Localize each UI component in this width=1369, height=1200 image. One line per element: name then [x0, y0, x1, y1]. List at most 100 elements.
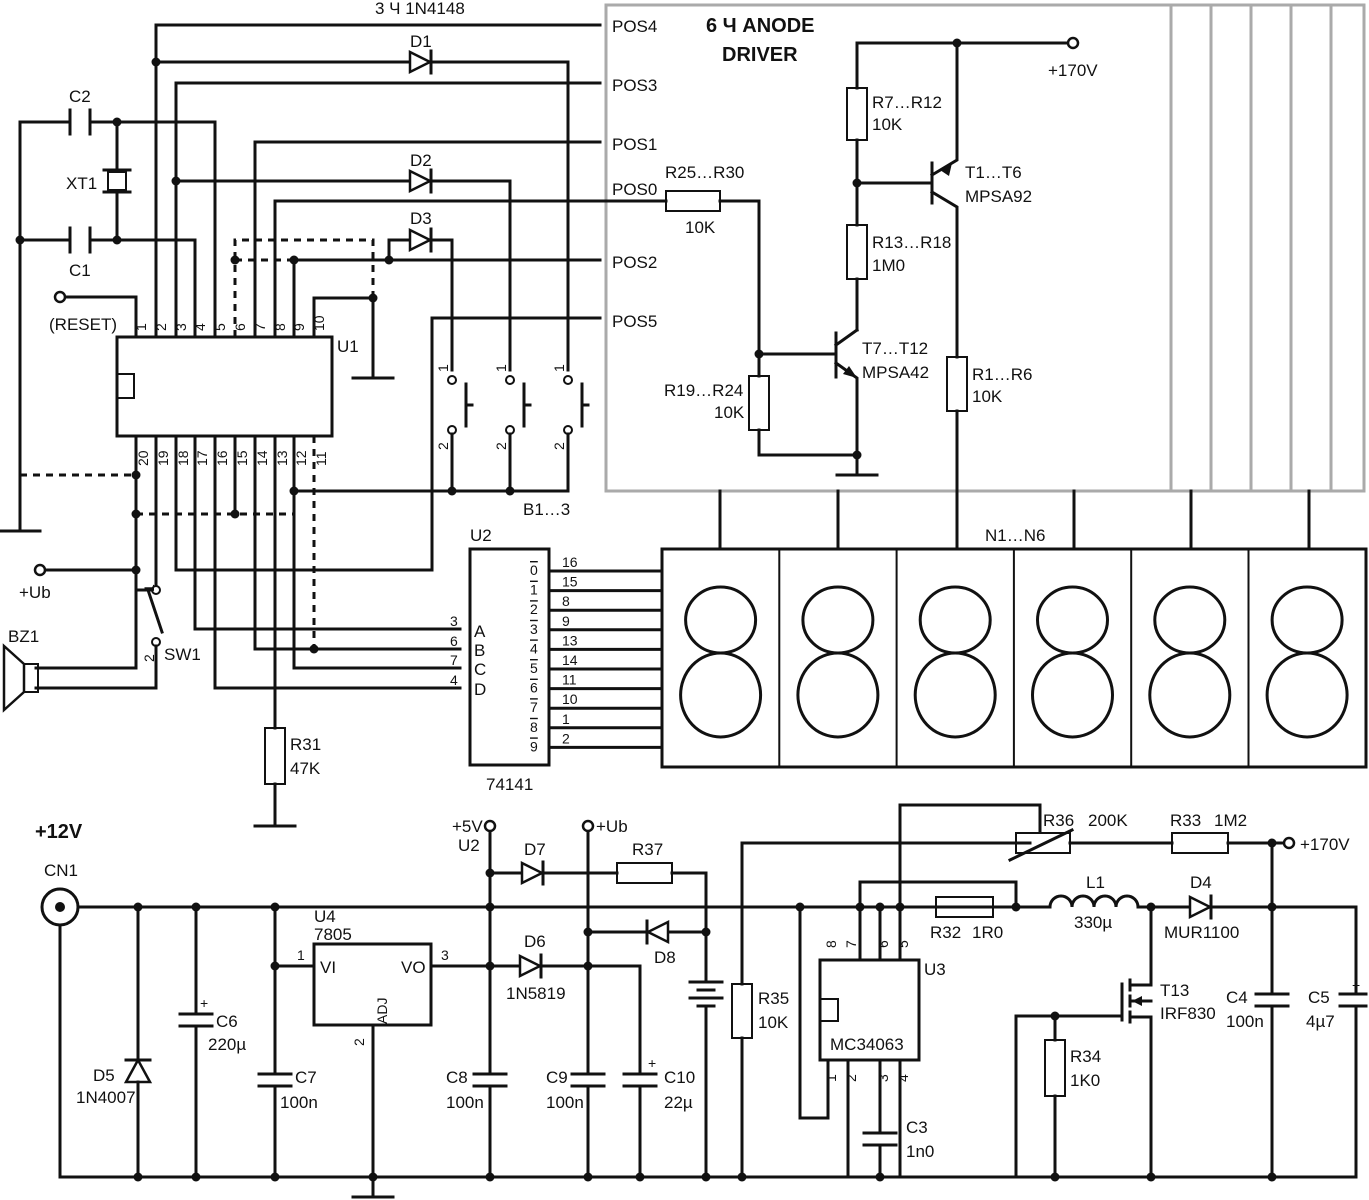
u1-pin-1: 1 — [133, 323, 149, 331]
reset-label: (RESET) — [49, 315, 117, 334]
r1-label: R1…R6 — [972, 365, 1032, 384]
sw1-pin1: 1 — [141, 584, 157, 592]
u2-in-b: B — [474, 641, 485, 660]
r31-label: R31 — [290, 735, 321, 754]
u2-output-pin-8: 8 — [562, 593, 570, 609]
u1-pin-9: 9 — [291, 323, 307, 331]
d5-label: D5 — [93, 1066, 115, 1085]
d3-diode-icon — [408, 227, 433, 253]
u2-chip — [468, 547, 551, 767]
n16-label: N1…N6 — [985, 526, 1045, 545]
psu-diodes — [518, 860, 1213, 979]
u1-pin-14: 14 — [254, 450, 270, 466]
d4-value: MUR1100 — [1164, 923, 1239, 942]
u2-output-label-2: 2 — [530, 601, 538, 617]
u1-pin-6: 6 — [232, 323, 248, 331]
t1-label: T1…T6 — [965, 163, 1022, 182]
u2-output-pin-16: 16 — [562, 554, 578, 570]
u3-pin-5: 5 — [895, 940, 911, 948]
r33-value: 1M2 — [1214, 811, 1247, 830]
r33-label: R33 — [1170, 811, 1201, 830]
u2-output-pin-13: 13 — [562, 632, 578, 648]
r7-value: 10K — [872, 115, 903, 134]
c4-label: C4 — [1226, 988, 1248, 1007]
nixie-tube-5 — [1148, 585, 1232, 739]
c3-label: C3 — [906, 1118, 928, 1137]
hv-terminal-icon — [1066, 36, 1080, 50]
u3-label: U3 — [924, 960, 946, 979]
push-button-3: 12 — [551, 364, 590, 493]
u3-pin-2: 2 — [843, 1074, 859, 1082]
reset-terminal-icon — [53, 290, 67, 304]
push-button-2: 12 — [493, 364, 532, 493]
u1-pin-18: 18 — [175, 450, 191, 466]
u3-pin-3: 3 — [875, 1074, 891, 1082]
u2-input-pin-4: 4 — [450, 672, 458, 688]
c3-value: 1n0 — [906, 1142, 934, 1161]
nixie-tubes — [679, 549, 1349, 767]
r1-value: 10K — [972, 387, 1003, 406]
d1-label: D1 — [410, 32, 432, 51]
t7-value: MPSA42 — [862, 363, 929, 382]
dashed-options — [233, 238, 375, 337]
d6-value: 1N5819 — [506, 984, 566, 1003]
c10-label: C10 — [664, 1068, 695, 1087]
pos2-label: POS2 — [612, 253, 657, 272]
t13-value: IRF830 — [1160, 1004, 1216, 1023]
sw1-label: SW1 — [164, 645, 201, 664]
c6-label: C6 — [216, 1012, 238, 1031]
digit-lower-loop — [1148, 651, 1232, 739]
r34-label: R34 — [1070, 1047, 1101, 1066]
u1-pin-3: 3 — [173, 323, 189, 331]
d2-label: D2 — [410, 151, 432, 170]
r32-value: 1R0 — [972, 923, 1003, 942]
u2-output-label-6: 6 — [530, 680, 538, 696]
u4-pin2: 2 — [351, 1038, 367, 1046]
diode-array-note: 3 Ч 1N4148 — [375, 0, 465, 18]
r35-value: 10K — [758, 1013, 789, 1032]
d8-label: D8 — [654, 948, 676, 967]
anode-driver-box — [604, 3, 1366, 493]
u4-vo: VO — [401, 958, 426, 977]
u2-output-pin-10: 10 — [562, 691, 578, 707]
t1-value: MPSA92 — [965, 187, 1032, 206]
push-button-1: 12 — [435, 364, 474, 493]
u2-output-label-4: 4 — [530, 640, 538, 656]
svg-text:+: + — [648, 1055, 656, 1071]
u1-pin-16: 16 — [214, 450, 230, 466]
u3-pin-8: 8 — [823, 940, 839, 948]
u2-output-label-3: 3 — [530, 621, 538, 637]
svg-text:+: + — [200, 995, 208, 1011]
d4-diode-icon — [1188, 894, 1213, 920]
svg-text:+: + — [1352, 977, 1360, 993]
anode-driver-title-2: DRIVER — [722, 44, 798, 66]
digit-lower-loop — [913, 651, 997, 739]
u2-in-d: D — [474, 680, 486, 699]
u4-part: 7805 — [314, 925, 352, 944]
ub-terminal-icon — [33, 563, 47, 577]
u2-output-pin-9: 9 — [562, 613, 570, 629]
u3-pin-1: 1 — [823, 1074, 839, 1082]
u1-pin-15: 15 — [234, 450, 250, 466]
pos0-label: POS0 — [612, 180, 657, 199]
u1-pin-5: 5 — [212, 323, 228, 331]
u2-output-pin-14: 14 — [562, 652, 578, 668]
u2-output-pin-11: 11 — [562, 672, 577, 688]
c5-value: 4µ7 — [1306, 1012, 1335, 1031]
u1-pin-17: 17 — [194, 450, 210, 466]
u1-pin-19: 19 — [155, 450, 171, 466]
c4-value: 100n — [1226, 1012, 1264, 1031]
c8-label: C8 — [446, 1068, 468, 1087]
diode-row — [408, 49, 433, 253]
digit-lower-loop — [679, 651, 763, 739]
u2-output-label-0: 0 — [530, 562, 538, 578]
u3-pin-4: 4 — [895, 1074, 911, 1082]
u2-label: U2 — [470, 526, 492, 545]
d8-diode-icon — [645, 919, 670, 945]
l1-label: L1 — [1086, 873, 1105, 892]
